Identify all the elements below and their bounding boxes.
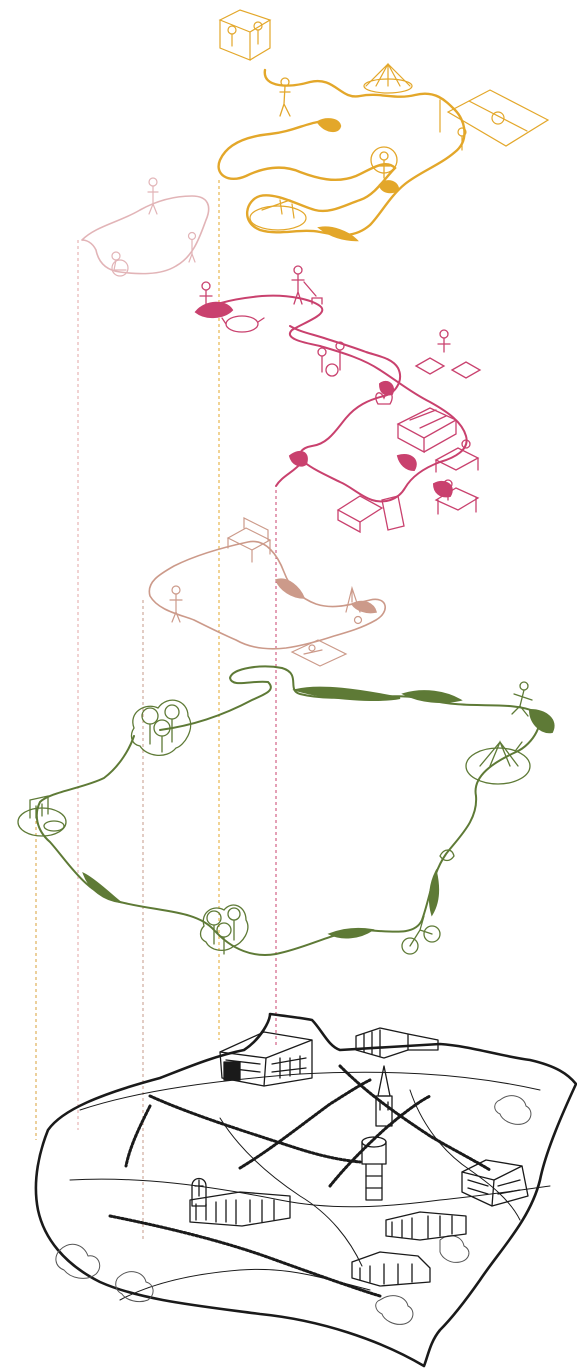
person-icon xyxy=(148,178,158,214)
desk-worker-icon xyxy=(436,440,478,472)
runner-icon xyxy=(512,682,532,716)
picnic-blanket-icon xyxy=(292,640,346,666)
layer-yellow xyxy=(219,10,548,240)
base-map-road xyxy=(120,1269,370,1300)
factory-building-icon xyxy=(356,1028,438,1058)
route-green xyxy=(37,666,540,955)
route-green-fill xyxy=(84,874,120,902)
person-icon xyxy=(280,78,290,116)
picnic-basket-icon xyxy=(338,496,404,532)
swing-icon xyxy=(18,796,66,836)
hedgerows xyxy=(110,1066,490,1296)
layer-green xyxy=(18,666,554,955)
trees-icon xyxy=(201,905,248,954)
manor-building-icon xyxy=(462,1160,528,1206)
house-row-icon xyxy=(386,1212,466,1240)
mat-icon xyxy=(416,330,480,378)
route-light-pink xyxy=(82,196,209,274)
box-frame-icon xyxy=(220,10,270,60)
route-green-fill xyxy=(404,691,460,702)
layer-light-pink xyxy=(82,178,209,276)
layer-pink xyxy=(196,266,480,532)
route-pink-fill xyxy=(398,455,416,470)
route-pink-fill xyxy=(290,452,307,466)
base-map xyxy=(36,1014,576,1366)
teapot-icon xyxy=(222,316,264,332)
route-pink-fill xyxy=(196,303,232,317)
house-icon xyxy=(352,1252,430,1286)
dog-walker-icon xyxy=(292,266,322,304)
base-map-outline xyxy=(36,1014,576,1366)
route-green-fill xyxy=(530,710,554,732)
playground-dome-icon xyxy=(364,64,412,93)
layer-tan xyxy=(149,518,385,666)
route-yellow-fill xyxy=(318,119,340,131)
hedgerow xyxy=(240,1080,370,1168)
route-green-fill xyxy=(330,929,372,938)
trees-icon xyxy=(132,700,191,755)
route-green-fill xyxy=(296,688,400,700)
route-green-fill xyxy=(430,872,438,914)
route-tan-fill xyxy=(352,602,376,613)
greenhouse-icon xyxy=(398,408,456,452)
person-icon xyxy=(371,147,397,178)
hospital-building-icon xyxy=(190,1192,290,1226)
route-pink-fill xyxy=(434,482,452,496)
route-tan-fill xyxy=(276,579,304,598)
grave-icon xyxy=(192,1179,206,1207)
route-pink-fill xyxy=(380,382,393,395)
route-pink xyxy=(200,296,467,502)
sports-field-icon xyxy=(440,90,548,150)
school-building-icon xyxy=(220,1032,312,1086)
person-icon xyxy=(170,586,182,622)
playground-dome-icon xyxy=(466,742,530,784)
bench-icon xyxy=(228,518,270,562)
church-tower-icon xyxy=(376,1066,392,1126)
route-yellow-fill xyxy=(380,181,398,192)
hedgerow xyxy=(126,1106,150,1166)
